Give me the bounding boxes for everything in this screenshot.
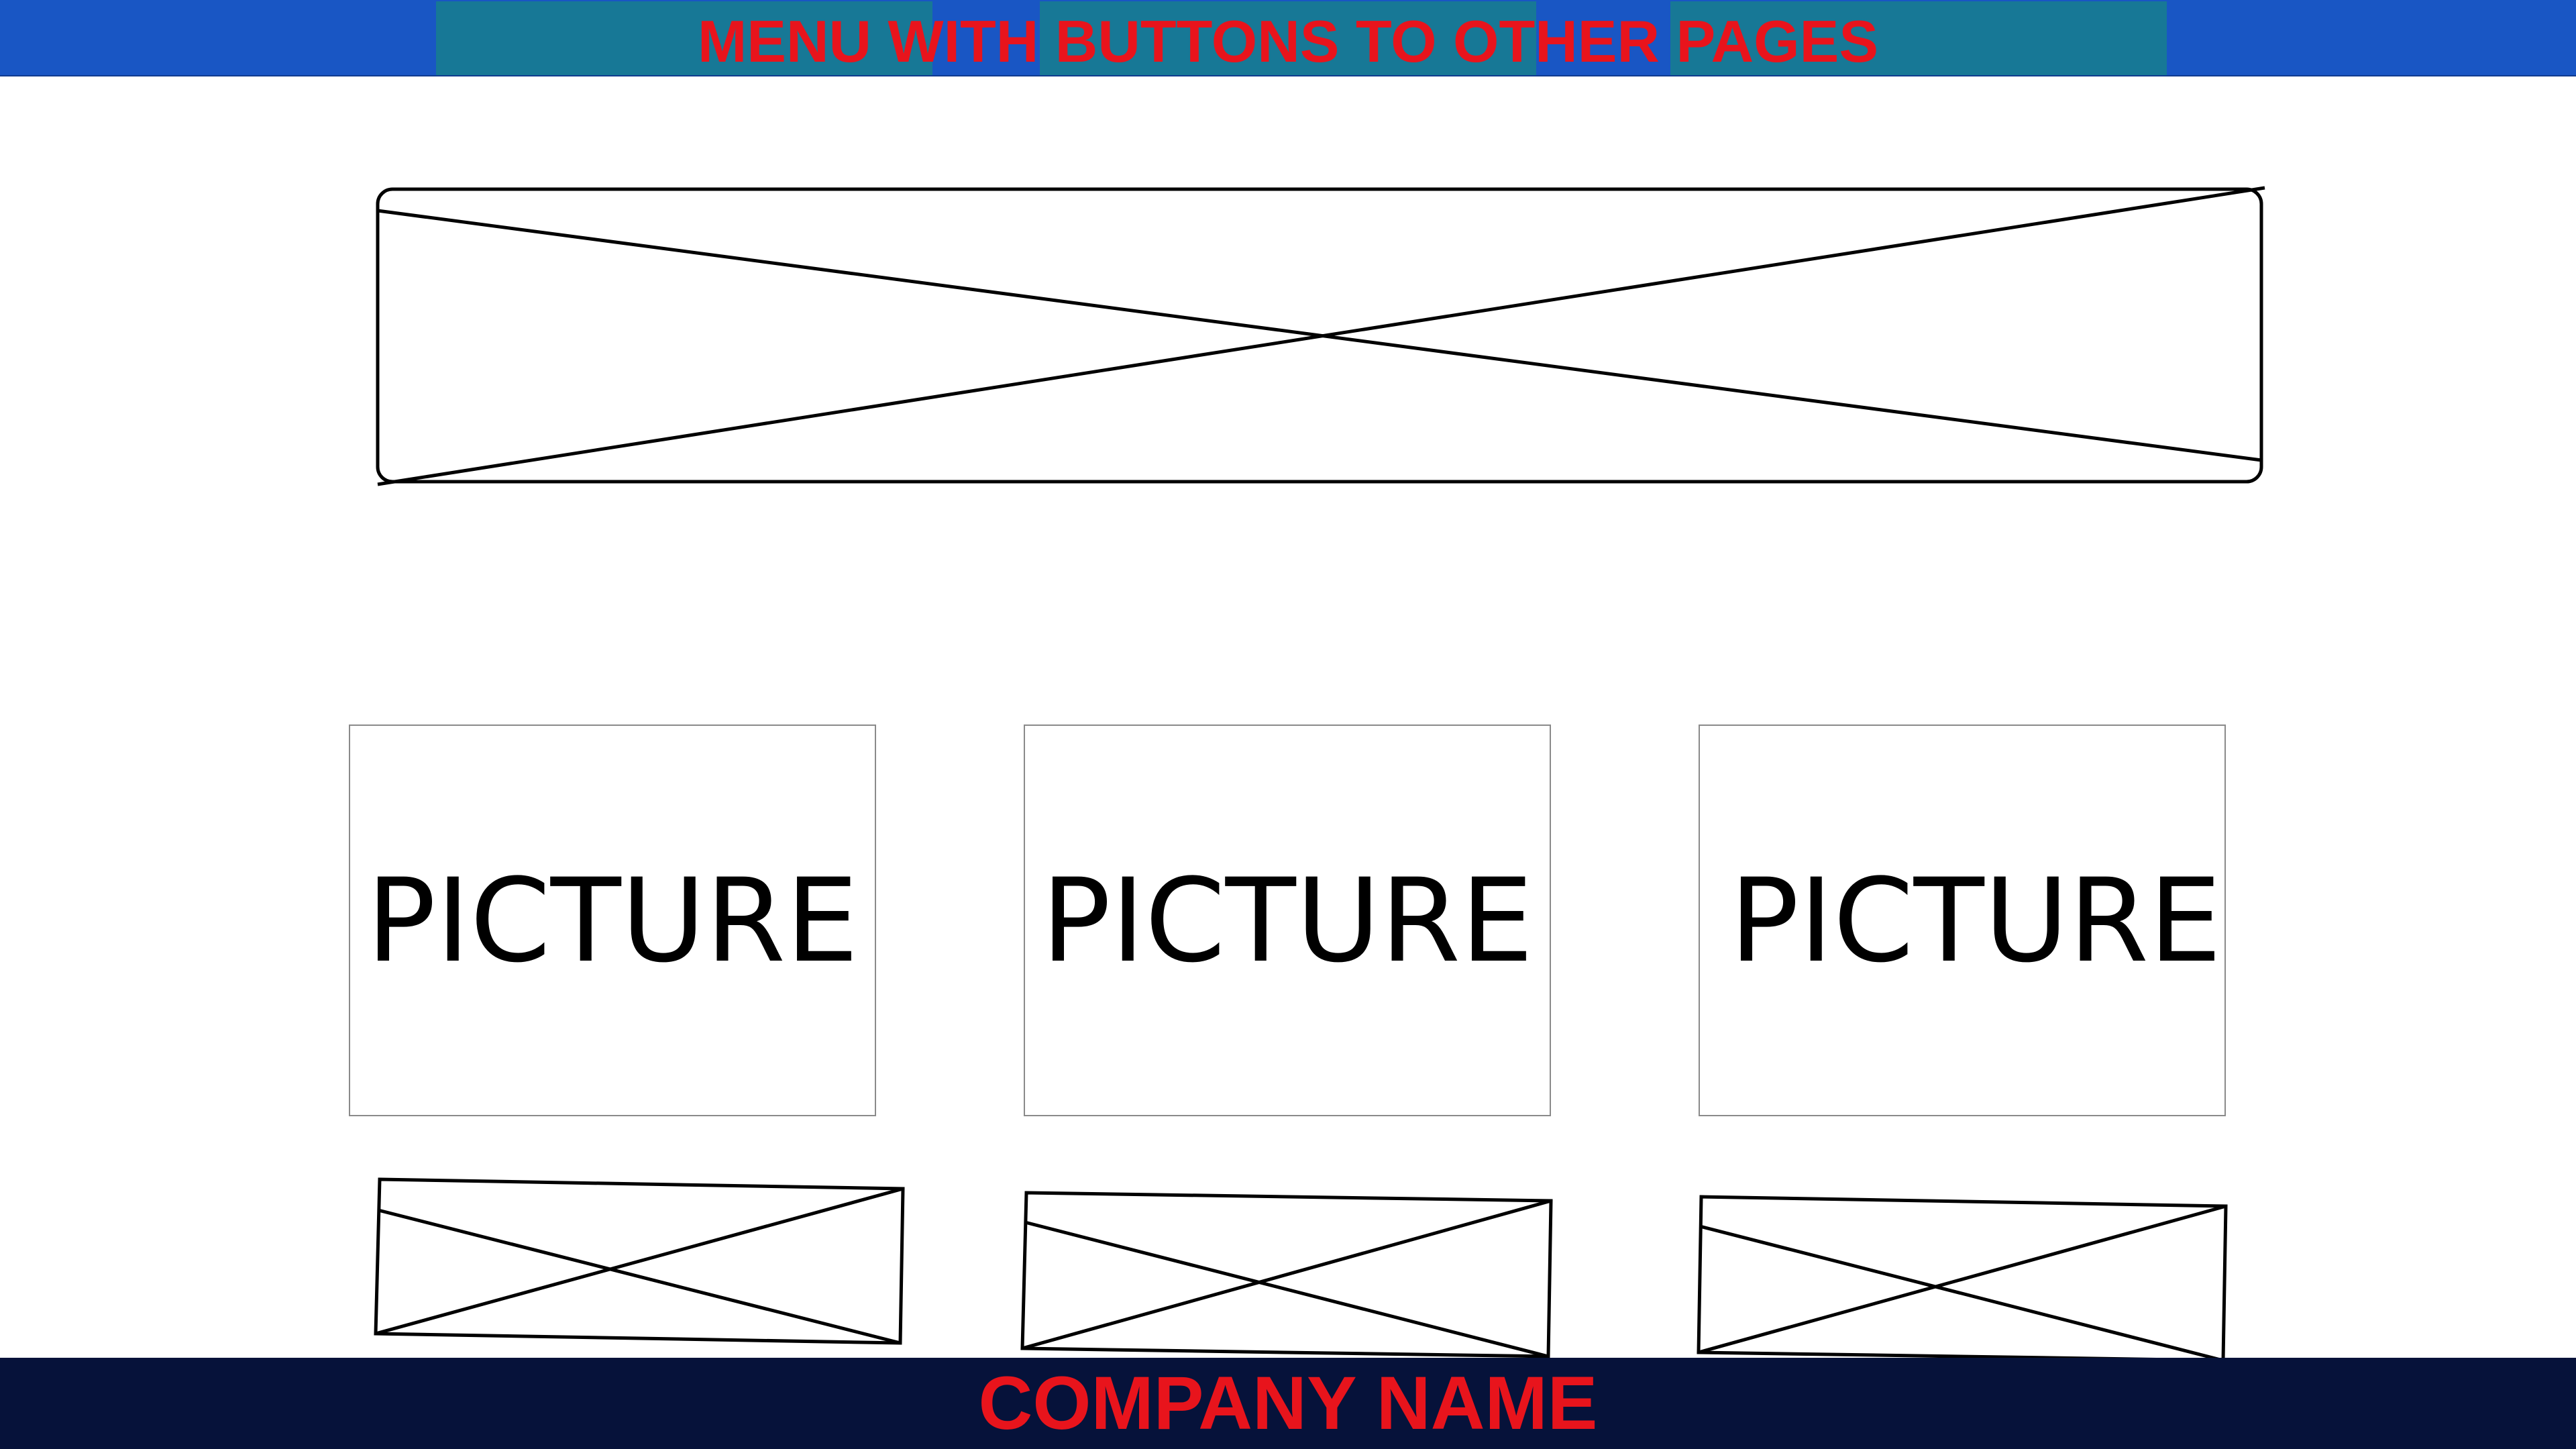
caption-cross-line	[1024, 1220, 1549, 1358]
caption-cross-line	[378, 1208, 901, 1345]
caption-placeholder-2	[1020, 1191, 1553, 1358]
menu-button-2[interactable]	[1040, 1, 1536, 75]
company-name: COMPANY NAME	[978, 1361, 1598, 1445]
picture-label: PICTURE	[1041, 853, 1534, 988]
menu-label: MENU WITH BUTTONS TO OTHER PAGES	[697, 8, 1879, 74]
picture-card-2[interactable]: PICTURE	[1024, 724, 1551, 1116]
picture-label: PICTURE	[366, 853, 859, 988]
caption-cross-line	[1699, 1224, 2224, 1362]
picture-card-3[interactable]: PICTURE	[1699, 724, 2226, 1116]
caption-placeholder-1	[374, 1177, 905, 1345]
menu-button-1[interactable]	[436, 1, 932, 75]
caption-cross-line	[1698, 1204, 2226, 1354]
caption-placeholder-3	[1697, 1195, 2228, 1362]
banner-image-placeholder	[376, 186, 2265, 486]
picture-card-1[interactable]: PICTURE	[349, 724, 876, 1116]
picture-label: PICTURE	[1729, 853, 2222, 988]
footer-bar: COMPANY NAME	[0, 1358, 2576, 1449]
banner-frame	[376, 187, 2263, 484]
banner-cross-line-2	[377, 186, 2265, 486]
menu-button-3[interactable]	[1670, 1, 2167, 75]
top-menu-bar: MENU WITH BUTTONS TO OTHER PAGES	[0, 0, 2576, 76]
caption-cross-line	[375, 1187, 904, 1336]
caption-cross-line	[1022, 1199, 1552, 1350]
